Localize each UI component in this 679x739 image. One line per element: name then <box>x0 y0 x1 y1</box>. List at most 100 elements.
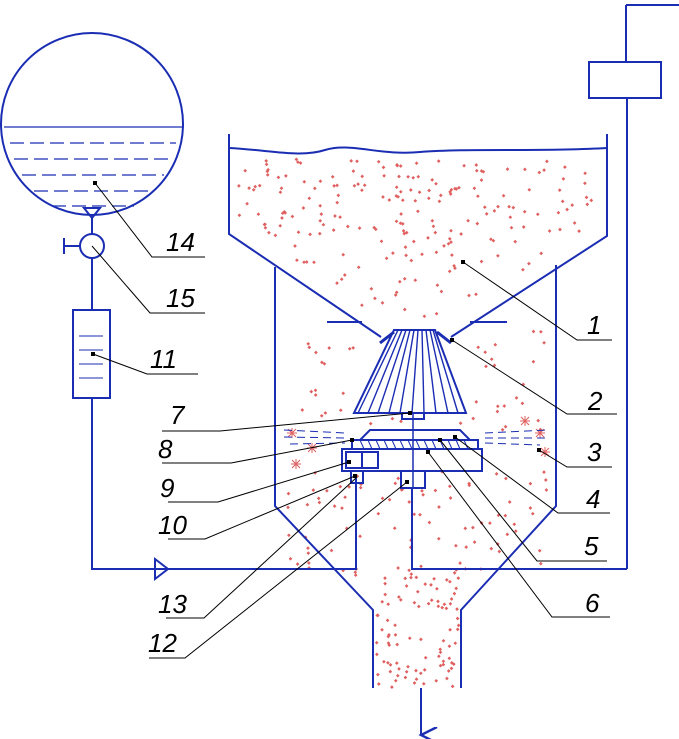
particle <box>452 591 457 596</box>
particle <box>351 169 356 173</box>
particle <box>293 244 297 248</box>
particle <box>332 184 336 188</box>
particle <box>450 253 454 257</box>
particle <box>387 198 392 202</box>
particle <box>390 416 395 421</box>
particle <box>413 278 418 283</box>
particle <box>447 269 452 274</box>
particle <box>312 260 316 265</box>
particle <box>282 209 287 214</box>
particle <box>495 409 500 414</box>
particle <box>471 525 475 530</box>
housing-left-wall <box>274 267 374 688</box>
particle <box>376 159 381 164</box>
particle <box>427 520 432 525</box>
particle <box>435 283 440 288</box>
particle <box>279 186 284 191</box>
particle <box>394 661 399 665</box>
particle <box>375 652 379 657</box>
callout-1: 1 <box>587 310 601 340</box>
particle <box>570 203 575 207</box>
particle <box>393 623 397 628</box>
particle <box>286 491 291 496</box>
particle <box>530 511 535 516</box>
particle <box>414 677 419 682</box>
particle <box>302 260 306 265</box>
particle <box>263 225 268 230</box>
particle <box>316 496 321 501</box>
particle <box>317 500 322 505</box>
atomizer-teeth <box>359 439 469 450</box>
particle <box>391 251 395 255</box>
particle <box>547 229 552 233</box>
particle <box>563 165 567 169</box>
particle <box>539 251 544 256</box>
particle <box>415 589 420 594</box>
particle <box>404 669 409 674</box>
particle <box>311 488 316 492</box>
particle <box>394 219 399 224</box>
particle <box>474 163 479 167</box>
particle <box>301 206 306 210</box>
particle <box>454 586 459 591</box>
particle <box>414 161 419 166</box>
particle <box>256 212 261 217</box>
particle <box>296 230 301 235</box>
particle <box>537 170 542 175</box>
particle <box>400 198 405 203</box>
control-unit <box>588 61 662 99</box>
particle <box>278 190 283 195</box>
particle <box>330 174 335 179</box>
particle <box>308 232 312 237</box>
particle <box>420 252 424 257</box>
particle <box>340 506 344 510</box>
particle <box>402 307 407 312</box>
particle <box>442 244 446 248</box>
particle <box>331 228 336 232</box>
particle <box>403 675 408 680</box>
particle <box>380 599 385 604</box>
particle <box>376 672 380 677</box>
particle <box>386 602 391 607</box>
particle <box>257 183 262 188</box>
particle <box>484 212 489 216</box>
particle <box>398 164 403 168</box>
particle <box>447 236 452 241</box>
particle <box>383 576 387 580</box>
particle <box>306 546 310 550</box>
particle <box>436 159 441 163</box>
particle <box>495 404 500 409</box>
particle <box>544 488 549 492</box>
particle <box>397 667 401 671</box>
particle <box>418 512 422 517</box>
particle <box>561 177 566 181</box>
particle <box>521 267 525 272</box>
particle <box>357 226 362 230</box>
particle <box>432 576 436 581</box>
particle <box>481 169 486 174</box>
particle <box>492 209 497 213</box>
particle <box>448 627 452 632</box>
particle <box>347 485 352 489</box>
particle <box>360 303 364 308</box>
particle <box>511 205 516 210</box>
particle <box>505 167 510 171</box>
particle <box>453 266 457 271</box>
particle <box>537 548 542 553</box>
particle <box>474 168 479 173</box>
particle <box>504 476 508 481</box>
particle <box>412 681 417 685</box>
particle <box>393 481 398 486</box>
particle <box>402 276 407 281</box>
particle <box>376 511 381 516</box>
particle <box>409 572 414 576</box>
particle <box>407 568 411 573</box>
particle <box>411 239 416 244</box>
particle <box>383 592 388 597</box>
particle <box>491 238 496 243</box>
hopper-right-wall <box>450 134 608 338</box>
particle <box>536 418 541 423</box>
particle <box>456 623 461 628</box>
particle <box>434 181 438 186</box>
particle <box>434 311 439 316</box>
